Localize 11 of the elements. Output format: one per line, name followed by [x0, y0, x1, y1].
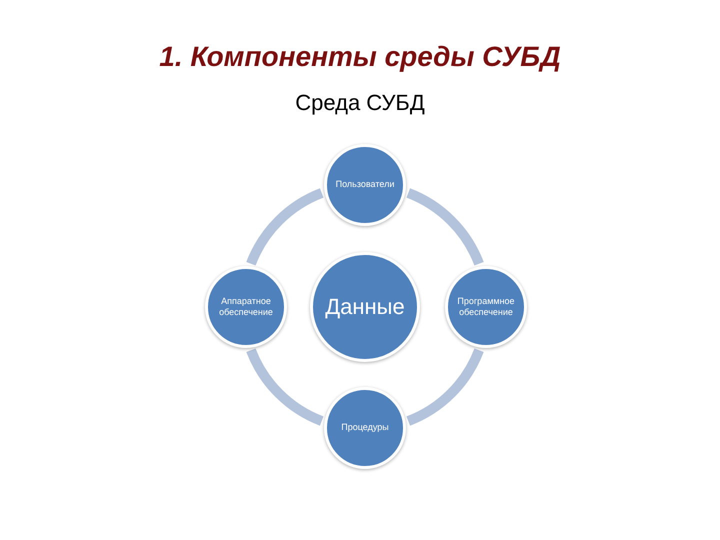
- ring-connector: [246, 348, 324, 426]
- subtitle: Среда СУБД: [294, 89, 426, 117]
- circle-label: Данные: [325, 293, 405, 321]
- ring-connector: [406, 188, 484, 266]
- ring-connector: [406, 348, 484, 426]
- circle-label: Пользователи: [336, 179, 394, 191]
- circle-label: Программное обеспечение: [456, 296, 516, 318]
- circle-label: Процедуры: [341, 422, 389, 434]
- slide-title: 1. Компоненты среды СУБД: [158, 40, 562, 74]
- circle-label: Аппаратное обеспечение: [218, 296, 274, 318]
- ring-connector: [246, 188, 324, 266]
